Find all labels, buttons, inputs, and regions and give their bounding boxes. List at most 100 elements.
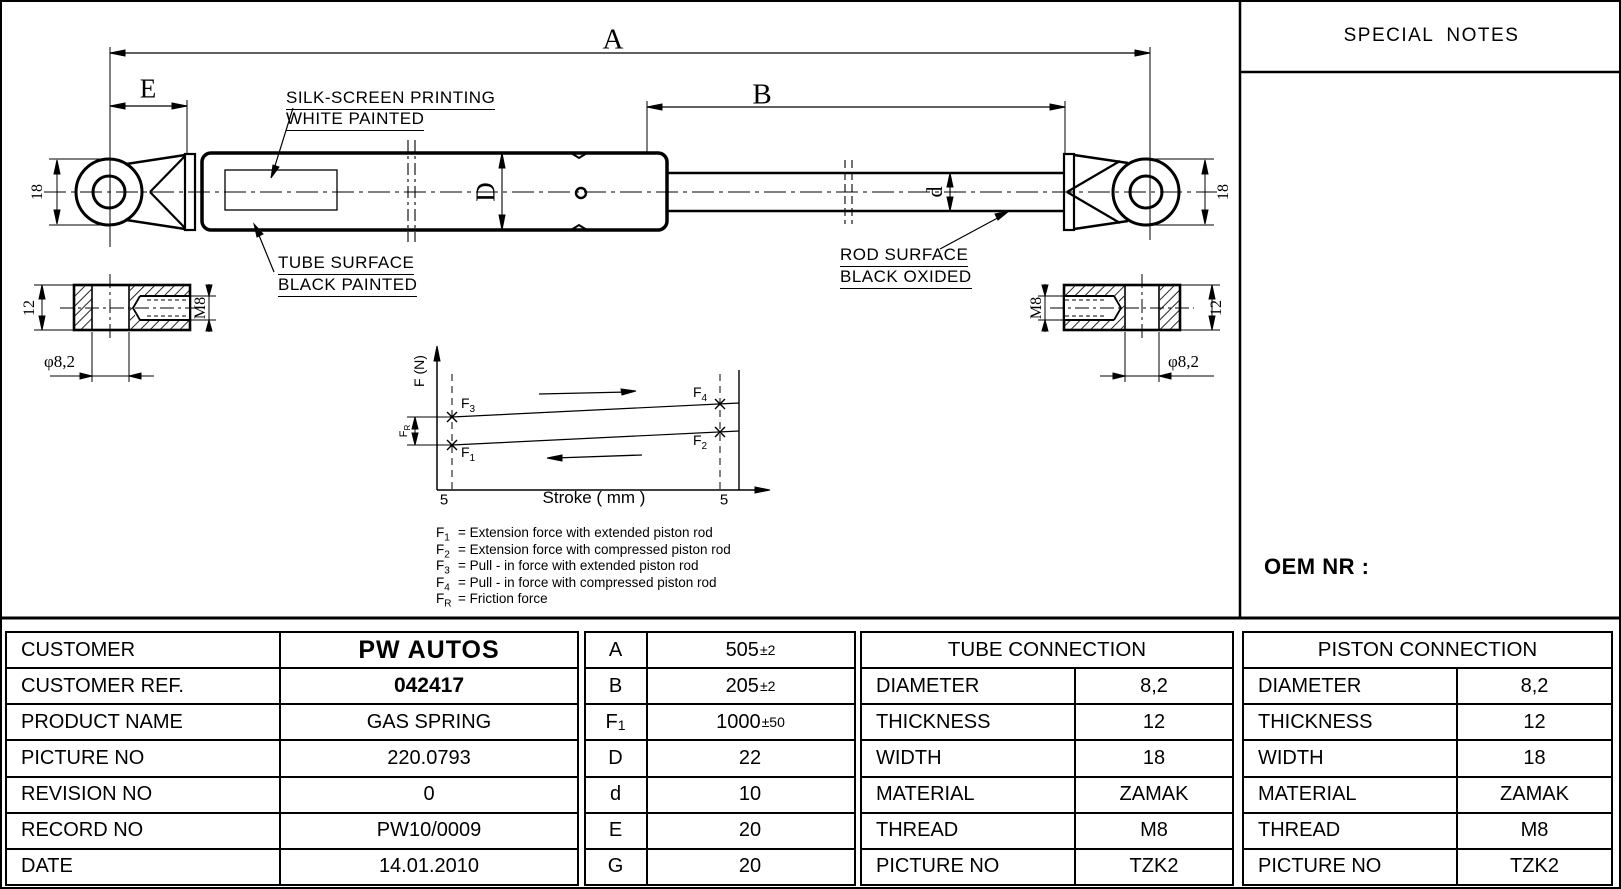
legend-f4: F4= Pull - in force with compressed pist… xyxy=(436,574,717,594)
row-label: DATE xyxy=(7,849,281,884)
row-value: 0 xyxy=(423,783,435,806)
legend-f2: F2= Extension force with compressed pist… xyxy=(436,541,731,561)
dimension-e xyxy=(109,100,188,153)
row-value: GAS SPRING xyxy=(366,710,492,733)
rod-surface-note-line2: BLACK OXIDED xyxy=(840,267,972,289)
param-letter: E xyxy=(586,813,648,848)
chart-legend: F1= Extension force with extended piston… xyxy=(436,525,731,610)
row-value: ZAMAK xyxy=(1500,783,1569,806)
chart-tick-right: 5 xyxy=(719,491,729,509)
table-row: A 505±2 xyxy=(586,633,854,668)
dim-18-left-label: 18 xyxy=(29,184,46,200)
row-label: CUSTOMER REF. xyxy=(7,669,281,704)
tube-connection-table: TUBE CONNECTION DIAMETER 8,2 THICKNESS 1… xyxy=(860,631,1234,886)
table-row: MATERIAL ZAMAK xyxy=(1244,775,1611,812)
row-label: MATERIAL xyxy=(1244,777,1458,812)
technical-drawing xyxy=(2,2,1619,620)
row-label: THICKNESS xyxy=(1244,705,1458,740)
rod-surface-leader xyxy=(939,210,1010,250)
table-row: WIDTH 18 xyxy=(862,739,1232,776)
row-value: 18 xyxy=(1142,746,1166,769)
row-value: 220.0793 xyxy=(387,746,471,769)
table-header-row: PISTON CONNECTION xyxy=(1244,633,1611,667)
row-value: TZK2 xyxy=(1510,855,1559,878)
tube-surface-note-line1: TUBE SURFACE xyxy=(278,253,415,275)
table-row: THICKNESS 12 xyxy=(862,703,1232,740)
section-header: PISTON CONNECTION xyxy=(1317,638,1538,662)
row-label: WIDTH xyxy=(1244,741,1458,776)
force-stroke-chart xyxy=(407,345,771,494)
chart-f4-label: F4 xyxy=(692,384,708,404)
dim-18-right-label: 18 xyxy=(1215,184,1232,200)
tube-hole xyxy=(574,186,588,200)
row-value: 12 xyxy=(1523,710,1546,733)
row-label: PICTURE NO xyxy=(862,849,1076,884)
table-row: THREAD M8 xyxy=(1244,811,1611,848)
table-row: MATERIAL ZAMAK xyxy=(862,775,1232,812)
piston-connection-table: PISTON CONNECTION DIAMETER 8,2 THICKNESS… xyxy=(1242,631,1613,886)
chart-f3-label: F3 xyxy=(460,395,476,415)
bore-dia-right-label: φ8,2 xyxy=(1168,352,1200,371)
param-value: 20 xyxy=(738,819,762,842)
param-letter: d xyxy=(586,777,648,812)
dim-b-label: B xyxy=(752,78,772,111)
row-value: 14.01.2010 xyxy=(378,855,480,878)
row-label: THREAD xyxy=(862,813,1076,848)
row-value: TZK2 xyxy=(1129,855,1179,878)
row-value: PW10/0009 xyxy=(376,819,482,842)
bore-dia-left-label: φ8,2 xyxy=(44,352,76,371)
table-row: PICTURE NO 220.0793 xyxy=(7,739,577,776)
table-row: CUSTOMER REF. 042417 xyxy=(7,667,577,704)
dim-12-right-label: 12 xyxy=(1208,300,1225,316)
left-fitting-section xyxy=(60,274,204,340)
dimension-a xyxy=(109,47,1151,247)
chart-y-axis-label: F (N) xyxy=(411,355,427,387)
table-row: THICKNESS 12 xyxy=(1244,703,1611,740)
param-letter: G xyxy=(586,849,648,884)
param-value: 20 xyxy=(738,855,762,878)
param-value: 505±2 xyxy=(725,638,776,661)
table-row: B 205±2 xyxy=(585,667,854,704)
table-row: G 20 xyxy=(585,847,854,884)
chart-x-axis-label: Stroke ( mm ) xyxy=(542,488,646,507)
row-value: PW AUTOS xyxy=(358,635,500,664)
table-row: PRODUCT NAME GAS SPRING xyxy=(7,703,577,740)
row-label: THREAD xyxy=(1244,813,1458,848)
row-label: THICKNESS xyxy=(862,705,1076,740)
chart-fr-label: FR xyxy=(397,424,413,438)
table-row: DATE 14.01.2010 xyxy=(7,847,577,884)
sheet-frame xyxy=(2,2,1619,620)
row-value: M8 xyxy=(1140,819,1168,842)
table-row: DIAMETER 8,2 xyxy=(862,667,1232,704)
customer-info-table: CUSTOMER PW AUTOS CUSTOMER REF. 042417 P… xyxy=(5,631,579,886)
chart-f1-label: F1 xyxy=(460,444,476,464)
table-row: d 10 xyxy=(585,775,854,812)
row-value: 8,2 xyxy=(1520,674,1549,697)
rod-surface-note-line1: ROD SURFACE xyxy=(840,245,969,267)
row-value: 12 xyxy=(1142,710,1166,733)
param-letter: B xyxy=(586,669,648,704)
special-notes-title: SPECIAL NOTES xyxy=(1343,25,1520,46)
row-label: WIDTH xyxy=(862,741,1076,776)
param-value: 205±2 xyxy=(725,674,776,697)
table-row: E 20 xyxy=(585,811,854,848)
dimension-18-right xyxy=(1152,158,1214,226)
right-eye-end xyxy=(1062,152,1181,232)
row-value: 042417 xyxy=(393,674,465,698)
row-label: CUSTOMER xyxy=(7,633,281,668)
row-label: PICTURE NO xyxy=(1244,849,1458,884)
param-value: 10 xyxy=(738,783,762,806)
silk-screen-leader xyxy=(270,107,294,179)
row-value: 18 xyxy=(1523,746,1546,769)
table-row: PICTURE NO TZK2 xyxy=(862,847,1232,884)
left-fitting-dims xyxy=(34,284,216,382)
dim-d-rod-label: d xyxy=(922,186,947,198)
silk-screen-note-line1: SILK-SCREEN PRINTING xyxy=(286,88,496,110)
dim-12-left-label: 12 xyxy=(21,300,38,316)
tube-body xyxy=(200,140,669,242)
dim-a-label: A xyxy=(602,23,624,56)
table-row: D 22 xyxy=(585,739,854,776)
